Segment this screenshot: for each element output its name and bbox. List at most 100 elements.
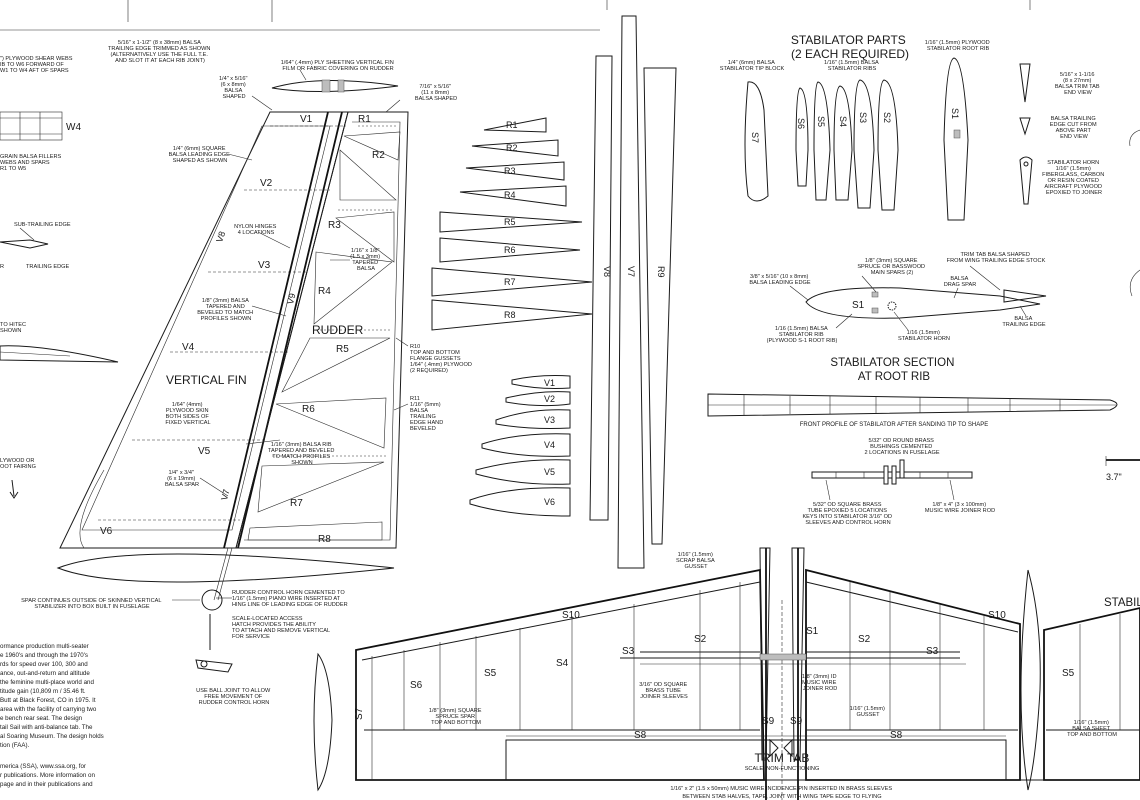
gusset-note: R10 TOP AND BOTTOM FLANGE GUSSETS 1/64" … <box>410 344 473 374</box>
stab-plan-label: S8 <box>890 730 903 741</box>
stab-plan-label: S8 <box>634 730 647 741</box>
spruce-spar-note: 1/8" (3mm) SQUARE SPRUCE SPAR TOP AND BO… <box>429 708 483 726</box>
stabilator-plan: S10 S2 S3 S4 S5 S6 S7 S8 S9 S1 S10 S2 S3… <box>313 547 1140 800</box>
trailing-edge-label: TRAILING EDGE <box>26 264 69 270</box>
hitec-note: TO HITEC SHOWN <box>0 322 28 334</box>
rudder-rib-label: R3 <box>328 220 341 231</box>
fin-station-label: V4 <box>182 342 195 353</box>
stab-te-end-note: BALSA TRAILING EDGE CUT FROM ABOVE PART … <box>1050 116 1098 140</box>
rib-template-label: R3 <box>504 166 516 176</box>
fin-template-label: V5 <box>544 467 555 477</box>
fin-le-note: 1/4" (6mm) SQUARE BALSA LEADING EDGE SHA… <box>169 146 232 164</box>
fin-skin-note: 1/64" (4mm) PLYWOOD SKIN BOTH SIDES OF F… <box>165 402 210 426</box>
stab-plan-label: S2 <box>858 634 871 645</box>
trailing-edge-note: 5/16" x 1-1/2" (8 x 38mm) BALSA TRAILING… <box>108 40 212 64</box>
rudder-rib-note: 1/16" (3mm) BALSA RIB TAPERED AND BEVELE… <box>268 442 336 466</box>
stab-section-title: STABILATOR SECTION AT ROOT RIB <box>830 357 957 383</box>
fin-template-label: V3 <box>544 415 555 425</box>
balsa-sheet-note: 1/16" (1.5mm) BALSA SHEET TOP AND BOTTOM <box>1067 720 1117 738</box>
stabilator-title: STABIL <box>1104 597 1140 609</box>
long-strips: V8 V7 R9 <box>589 15 677 569</box>
vertical-fin-label: VERTICAL FIN <box>166 373 247 387</box>
stab-plan-label: S9 <box>762 716 775 727</box>
gusset-plan-note: 1/16" (1.5mm) GUSSET <box>850 706 887 718</box>
rudder-tip-note: 7/16" x 5/16" (11 x 8mm) BALSA SHAPED <box>415 84 457 102</box>
fin-rib-note: 1/8" (3mm) BALSA TAPERED AND BEVELED TO … <box>197 298 255 322</box>
joiner-sleeves-note: 3/16" OD SQUARE BRASS TUBE JOINER SLEEVE… <box>639 682 689 700</box>
rib-template-label: R2 <box>506 143 518 153</box>
scrap-gusset-note: 1/16" (1.5mm) SCRAP BALSA GUSSET <box>676 552 716 570</box>
stab-spar-note: 1/8" (3mm) SQUARE SPRUCE OR BASSWOOD MAI… <box>857 258 926 276</box>
fin-station-label: V5 <box>198 446 211 457</box>
stab-tip-block-note: 1/4" (6mm) BALSA STABILATOR TIP BLOCK <box>720 60 785 72</box>
sheet-border <box>0 0 1031 31</box>
stab-plan-label: S4 <box>556 658 569 669</box>
trim-tab-stock-note: TRIM TAB BALSA SHAPED FROM WING TRAILING… <box>947 252 1046 264</box>
history-text: ormance production multi-seater e 1960's… <box>0 643 106 788</box>
rib-template-label: R8 <box>504 310 516 320</box>
stab-plan-label: S6 <box>410 680 423 691</box>
rudder-label: RUDDER <box>312 323 364 337</box>
stab-part-label: S4 <box>838 116 848 127</box>
fin-annotations: 5/16" x 1-1/2" (8 x 38mm) BALSA TRAILING… <box>0 40 473 706</box>
stab-plan-label: S9 <box>790 716 803 727</box>
stabilator-parts: STABILATOR PARTS (2 EACH REQUIRED) 1/4" … <box>720 33 1140 297</box>
incidence-pin-note: 1/16" x 2" (1.5 x 50mm) MUSIC WIRE INCID… <box>670 786 893 800</box>
rudder-rib-label: R8 <box>318 534 331 545</box>
fin-rib-templates: V1 V2 V3 V4 V5 V6 <box>469 375 571 517</box>
brass-tube-note: 5/32" OD SQUARE BRASS TUBE EPOXIED 5 LOC… <box>802 502 893 526</box>
stab-part-label: S3 <box>858 112 868 123</box>
fin-station-label: V3 <box>258 260 271 271</box>
trim-tab-title: TRIM TAB <box>755 751 810 765</box>
fin-station-label: V2 <box>260 178 273 189</box>
fin-station-label: V1 <box>300 114 313 125</box>
stab-horn-note: STABILATOR HORN 1/16" (1.5mm) FIBERGLASS… <box>1042 160 1106 196</box>
fragment-label: R <box>0 264 4 270</box>
rudder-rib-label: R6 <box>302 404 315 415</box>
sub-trailing-edge-note: SUB-TRAILING EDGE <box>14 222 71 228</box>
strip-label: V8 <box>602 266 612 277</box>
fin-template-label: V4 <box>544 440 555 450</box>
stab-te-note: BALSA TRAILING EDGE <box>1002 316 1045 328</box>
hinge-note: NYLON HINGES 4 LOCATIONS <box>234 224 278 236</box>
front-profile-note: FRONT PROFILE OF STABILATOR AFTER SANDIN… <box>800 422 988 428</box>
section-rib-label: S1 <box>852 300 865 311</box>
tapered-balsa-note: 1/16" x 1/8" (1.5 x 3mm) TAPERED BALSA <box>350 248 381 272</box>
stab-part-label: S2 <box>882 112 892 123</box>
joiner-assembly: 5/32" OD ROUND BRASS BUSHINGS CEMENTED 2… <box>802 438 1140 526</box>
stab-parts-title: STABILATOR PARTS (2 EACH REQUIRED) <box>791 33 909 61</box>
stab-part-label: S5 <box>816 116 826 127</box>
ball-joint-note: USE BALL JOINT TO ALLOW FREE MOVEMENT OF… <box>196 688 272 706</box>
rudder-rib-label: R2 <box>372 150 385 161</box>
strip-label: V7 <box>626 266 636 277</box>
access-hatch-note: SCALE-LOCATED ACCESS HATCH PROVIDES THE … <box>232 616 331 640</box>
rudder-te-note: R11 1/16" (5mm) BALSA TRAILING EDGE HAND… <box>410 396 445 432</box>
front-profile: FRONT PROFILE OF STABILATOR AFTER SANDIN… <box>707 393 1118 428</box>
history-paragraph: ormance production multi-seater e 1960's… <box>0 643 106 788</box>
fairing-note: LYWOOD OR OOT FAIRING <box>0 458 36 470</box>
shear-web-note: ") PLYWOOD SHEAR WEBS IB TO W6 FORWARD O… <box>0 56 74 74</box>
rib-template-label: R1 <box>506 120 518 130</box>
bushing-note: 5/32" OD ROUND BRASS BUSHINGS CEMENTED 2… <box>864 438 939 456</box>
rudder-rib-label: R1 <box>358 114 371 125</box>
fin-template-label: V2 <box>544 394 555 404</box>
dimension-label: 3.7" <box>1106 472 1122 482</box>
fin-template-label: V1 <box>544 378 555 388</box>
stab-section: S1 1/8" (3mm) SQUARE SPRUCE OR BASSWOOD … <box>749 252 1047 383</box>
stab-plan-label: S2 <box>694 634 707 645</box>
music-wire-note: 1/8" (3mm) ID MUSIC WIRE JOINER ROD <box>802 674 838 692</box>
rudder-rib-label: R4 <box>318 286 331 297</box>
rib-template-label: R7 <box>504 277 516 287</box>
fin-station-label: V8 <box>214 230 227 244</box>
stab-le-note: 3/8" x 5/16" (10 x 8mm) BALSA LEADING ED… <box>749 274 811 286</box>
stab-plan-label: S3 <box>622 646 635 657</box>
trim-tab-subtitle: SCALE, NON-FUNCTIONING <box>745 766 820 772</box>
stab-plan-label: S1 <box>806 626 819 637</box>
drag-spar-note: BALSA DRAG SPAR <box>944 276 977 288</box>
fin-station-label: V6 <box>100 526 113 537</box>
fin-rudder-drawing: V1 V2 V3 V4 V5 V6 V8 V9 V7 R1 R2 R3 R4 R… <box>56 69 409 673</box>
rudder-rib-templates: R1 R2 R3 R4 R5 R6 R7 R8 <box>431 117 593 331</box>
stab-ribs-note: 1/16" (1.5mm) BALSA STABILATOR RIBS <box>824 60 880 72</box>
rib-template-label: R6 <box>504 245 516 255</box>
stab-plan-label: S10 <box>988 610 1006 621</box>
